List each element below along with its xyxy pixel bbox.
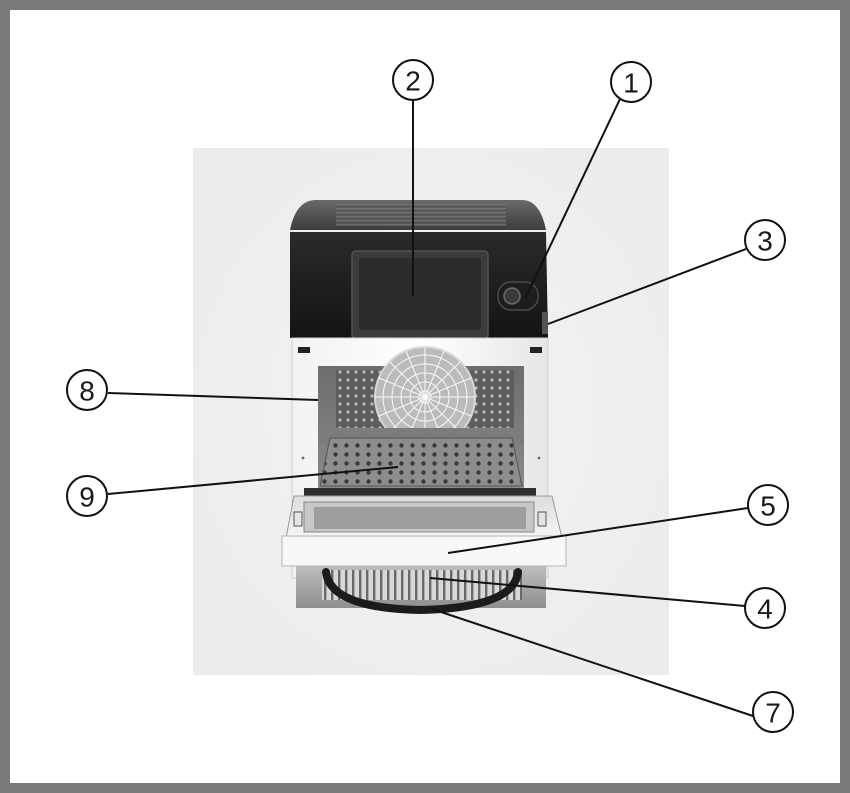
body-slot-left (298, 347, 310, 353)
status-strip (542, 312, 548, 334)
leader-line-1 (524, 98, 621, 300)
callout-number: 2 (405, 66, 421, 97)
callout-circle (752, 691, 794, 733)
callout-number: 7 (765, 698, 781, 729)
callout-circle (610, 61, 652, 103)
body-slot-right (530, 347, 542, 353)
callout-number: 4 (757, 594, 773, 625)
callout-circle (744, 587, 786, 629)
callout-number: 9 (79, 482, 95, 513)
cooking-rack (319, 437, 523, 487)
callout-number: 1 (623, 68, 639, 99)
leader-lines (107, 98, 754, 717)
cord-loop (322, 568, 522, 615)
leader-line-7 (431, 608, 754, 717)
leader-line-4 (429, 577, 746, 607)
door-window (314, 507, 526, 529)
oven-top-vent (336, 204, 506, 226)
callout-2: 2 (392, 59, 434, 101)
leader-line-9 (107, 466, 399, 495)
callout-8: 8 (66, 369, 108, 411)
callout-1: 1 (610, 61, 652, 103)
callout-4: 4 (744, 587, 786, 629)
callout-3: 3 (744, 219, 786, 261)
door-handle-edge (281, 535, 567, 567)
callout-number: 5 (760, 491, 776, 522)
leader-line-8 (107, 392, 319, 401)
callout-number: 3 (757, 226, 773, 257)
callout-circle (66, 475, 108, 517)
callout-circle (66, 369, 108, 411)
body-screw (301, 456, 305, 460)
power-button-icon (503, 287, 521, 305)
oven-illustration (281, 200, 567, 615)
body-screw (537, 456, 541, 460)
door-hinge-bar (304, 488, 536, 496)
door-clip-left (293, 511, 303, 527)
air-intake-grille (322, 570, 522, 600)
callout-number: 8 (79, 376, 95, 407)
leader-line-3 (547, 248, 747, 325)
callout-7: 7 (752, 691, 794, 733)
callout-circle (744, 219, 786, 261)
leader-line-5 (447, 507, 749, 554)
door-clip-right (537, 511, 547, 527)
callout-9: 9 (66, 475, 108, 517)
callout-circle (392, 59, 434, 101)
callout-5: 5 (747, 484, 789, 526)
callout-circle (747, 484, 789, 526)
touchscreen-glass (359, 258, 481, 330)
